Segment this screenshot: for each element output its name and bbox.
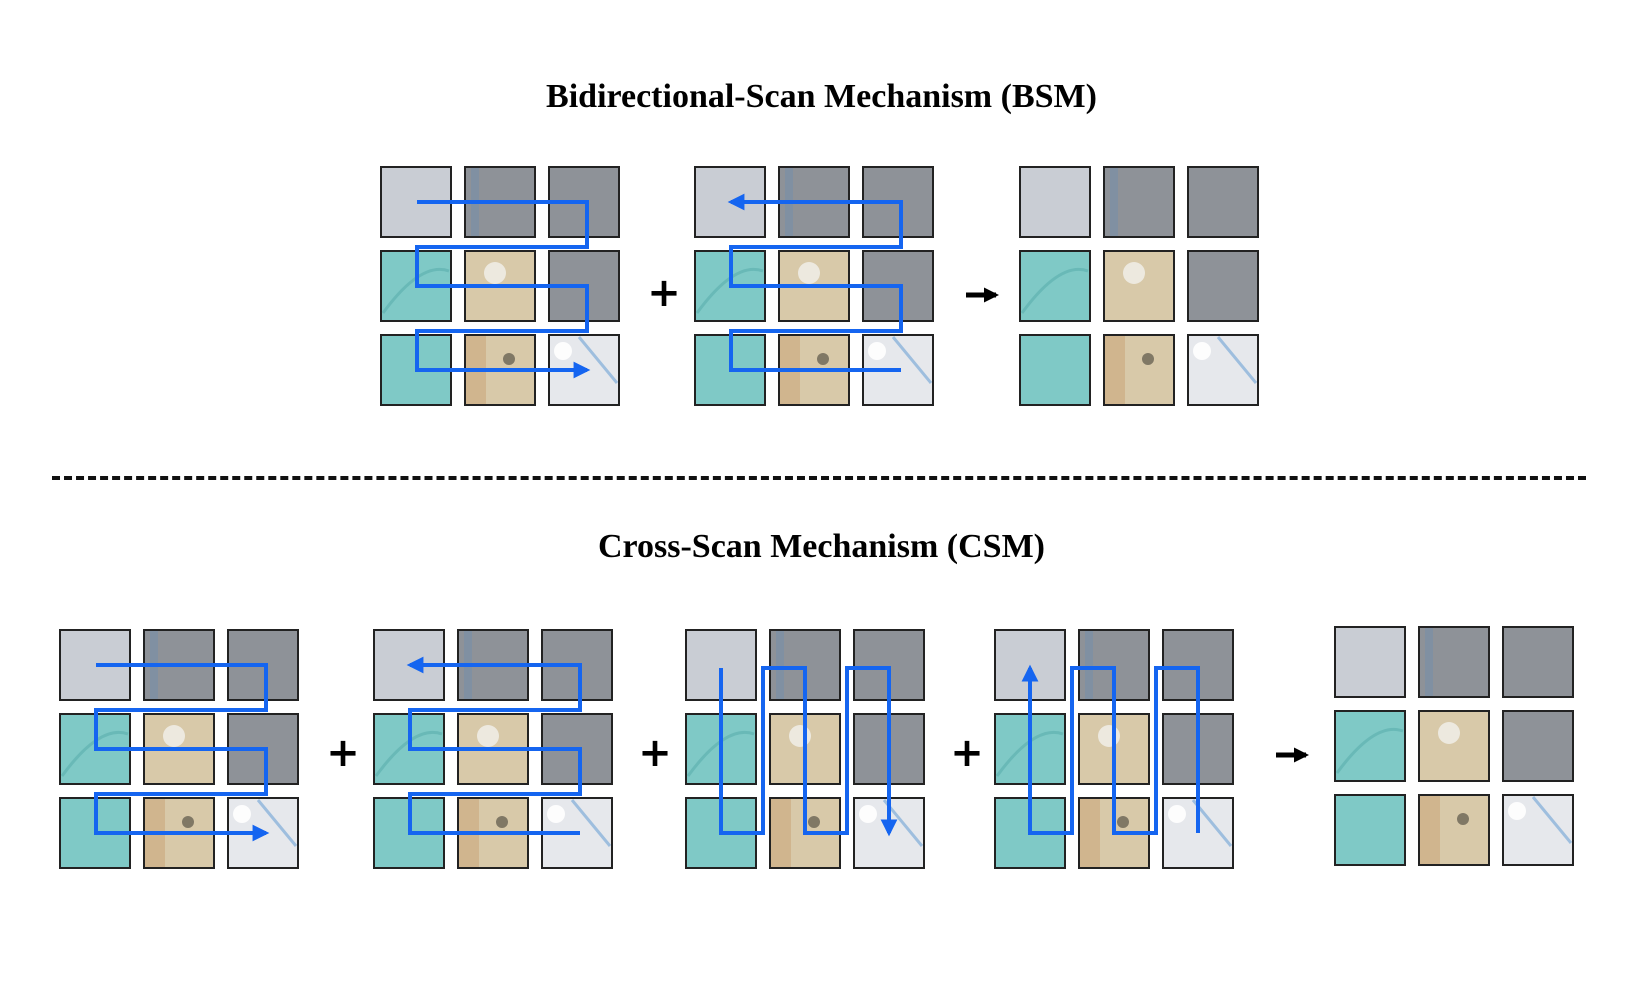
patch-detail <box>1425 628 1433 696</box>
patch-detail <box>1105 336 1125 404</box>
csm-col-backward-scan-arrow <box>1021 664 1200 835</box>
plus-operator: + <box>326 730 360 776</box>
patch-detail <box>477 725 499 747</box>
csm-row-backward-scan-arrow <box>406 656 582 835</box>
patch-detail <box>1168 805 1186 823</box>
patch-detail <box>1085 631 1093 699</box>
patch-detail <box>1142 353 1154 365</box>
patch-detail <box>1117 816 1129 828</box>
image-patch <box>1334 626 1406 698</box>
patch-detail <box>233 805 251 823</box>
patch-detail <box>1020 267 1089 314</box>
image-patch <box>1334 710 1406 782</box>
image-patch <box>1334 794 1406 866</box>
patch-detail <box>995 730 1064 777</box>
image-patch <box>1418 626 1490 698</box>
patch-detail <box>503 353 515 365</box>
patch-detail <box>547 805 565 823</box>
patch-detail <box>484 262 506 284</box>
plus-operator: + <box>950 730 984 776</box>
patch-detail <box>182 816 194 828</box>
patch-detail <box>808 816 820 828</box>
image-patch <box>1502 626 1574 698</box>
bsm-grid-result <box>1019 166 1259 406</box>
image-patch <box>1103 166 1175 238</box>
patch-detail <box>798 262 820 284</box>
image-patch <box>1019 334 1091 406</box>
csm-col-forward-scan-arrow <box>719 666 898 837</box>
bsm-title: Bidirectional-Scan Mechanism (BSM) <box>546 78 1097 115</box>
image-patch <box>1187 250 1259 322</box>
patch-detail <box>163 725 185 747</box>
image-patch <box>1418 794 1490 866</box>
patch-detail <box>1080 799 1100 867</box>
patch-detail <box>771 799 791 867</box>
patch-detail <box>1193 342 1211 360</box>
patch-detail <box>1123 262 1145 284</box>
patch-detail <box>817 353 829 365</box>
image-patch <box>1187 166 1259 238</box>
patch-detail <box>1438 722 1460 744</box>
patch-detail <box>1110 168 1118 236</box>
patch-detail <box>789 725 811 747</box>
bsm-backward-scan-arrow <box>727 193 903 372</box>
csm-grid-result <box>1334 626 1574 866</box>
patch-detail <box>686 730 755 777</box>
patch-detail <box>1420 796 1440 864</box>
image-patch <box>1019 166 1091 238</box>
patch-detail <box>1216 336 1258 384</box>
plus-operator: + <box>638 730 672 776</box>
image-patch <box>1019 250 1091 322</box>
image-patch <box>1418 710 1490 782</box>
image-patch <box>1502 710 1574 782</box>
patch-detail <box>496 816 508 828</box>
patch-detail <box>859 805 877 823</box>
patch-detail <box>1531 796 1573 844</box>
section-divider <box>52 476 1586 480</box>
patch-detail <box>554 342 572 360</box>
image-patch <box>1103 250 1175 322</box>
bsm-forward-scan-arrow <box>415 200 591 379</box>
plus-operator: + <box>647 270 681 316</box>
patch-detail <box>776 631 784 699</box>
patch-detail <box>868 342 886 360</box>
patch-detail <box>577 336 619 384</box>
image-patch <box>1103 334 1175 406</box>
csm-row-forward-scan-arrow <box>94 663 270 842</box>
patch-detail <box>1335 727 1404 774</box>
csm-title: Cross-Scan Mechanism (CSM) <box>597 528 1045 565</box>
patch-detail <box>1508 802 1526 820</box>
patch-detail <box>570 799 612 847</box>
patch-detail <box>891 336 933 384</box>
patch-detail <box>256 799 298 847</box>
patch-detail <box>1098 725 1120 747</box>
patch-detail <box>1457 813 1469 825</box>
